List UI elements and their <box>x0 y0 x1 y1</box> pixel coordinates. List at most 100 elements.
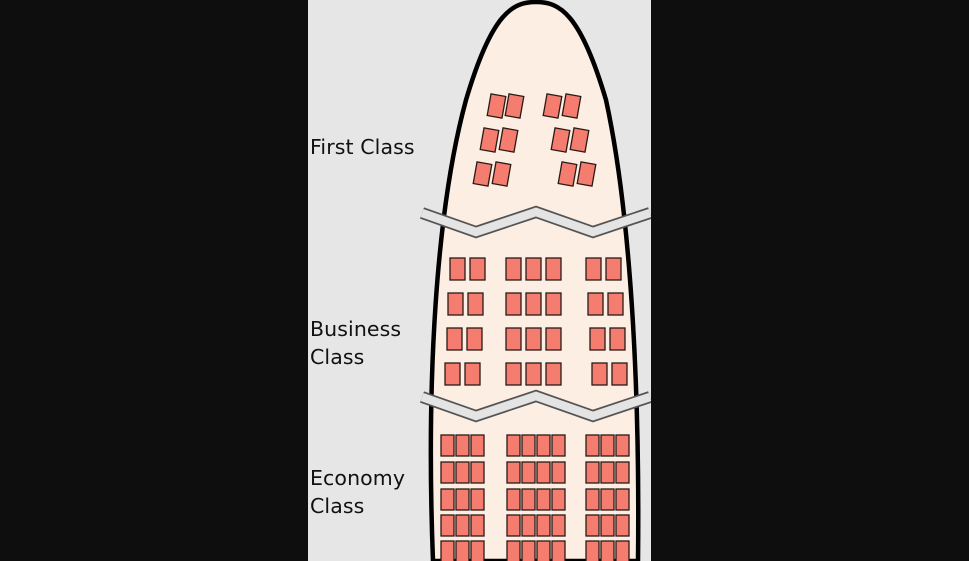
economy-class-seat <box>600 540 615 561</box>
business-class-seat <box>449 257 466 281</box>
business-class-seat <box>607 292 624 316</box>
business-class-seat <box>505 362 522 386</box>
first-class-seat <box>576 161 597 187</box>
economy-class-seat <box>440 540 455 561</box>
economy-class-seat <box>506 488 521 511</box>
economy-class-seat <box>440 461 455 484</box>
economy-class-seat <box>455 488 470 511</box>
economy-class-seat <box>470 488 485 511</box>
economy-class-seat <box>600 488 615 511</box>
economy-class-seat <box>470 540 485 561</box>
business-class-seat <box>545 327 562 351</box>
economy-class-seat <box>585 514 600 537</box>
economy-class-seat <box>440 514 455 537</box>
business-class-label-line: Class <box>310 345 365 369</box>
business-class-seat <box>605 257 622 281</box>
economy-class-seat <box>470 461 485 484</box>
business-class-label-line: Business <box>310 317 402 341</box>
business-class-seat <box>505 292 522 316</box>
economy-class-seat <box>455 514 470 537</box>
business-class-seat <box>525 327 542 351</box>
economy-class-seat <box>455 461 470 484</box>
business-class-seat <box>466 327 483 351</box>
business-class-seat <box>545 362 562 386</box>
economy-class-seat <box>536 540 551 561</box>
first-class-seat <box>550 127 571 153</box>
aircraft-seating-diagram <box>420 0 651 561</box>
economy-class-seat <box>521 488 536 511</box>
business-class-label: Business Class <box>310 315 401 371</box>
business-class-seat <box>589 327 606 351</box>
first-class-seat <box>491 161 512 187</box>
economy-class-seat <box>470 514 485 537</box>
economy-class-seat <box>521 434 536 457</box>
business-class-seat <box>587 292 604 316</box>
business-class-seat <box>525 292 542 316</box>
economy-class-label-line: Class <box>310 494 365 518</box>
economy-class-label: Economy Class <box>310 464 405 520</box>
first-class-label-line: First Class <box>310 135 415 159</box>
economy-class-seat <box>615 434 630 457</box>
first-class-seat <box>479 127 500 153</box>
economy-class-seat <box>521 540 536 561</box>
seats-group <box>440 93 630 561</box>
business-class-seat <box>444 362 461 386</box>
business-class-seat <box>525 362 542 386</box>
first-class-seat <box>569 127 590 153</box>
first-class-seat <box>542 93 563 119</box>
business-class-seat <box>525 257 542 281</box>
economy-class-seat <box>585 488 600 511</box>
economy-class-seat <box>551 461 566 484</box>
economy-class-seat <box>615 514 630 537</box>
economy-class-seat <box>615 461 630 484</box>
economy-class-seat <box>585 540 600 561</box>
economy-class-seat <box>536 488 551 511</box>
economy-class-seat <box>536 514 551 537</box>
economy-class-seat <box>506 461 521 484</box>
economy-class-seat <box>551 488 566 511</box>
business-class-seat <box>609 327 626 351</box>
business-class-seat <box>505 327 522 351</box>
economy-class-seat <box>506 540 521 561</box>
economy-class-seat <box>600 461 615 484</box>
business-class-seat <box>545 257 562 281</box>
first-class-label: First Class <box>310 133 415 161</box>
first-class-seat <box>472 161 493 187</box>
economy-class-seat <box>506 514 521 537</box>
business-class-seat <box>545 292 562 316</box>
first-class-seat <box>557 161 578 187</box>
economy-class-seat <box>585 434 600 457</box>
economy-class-seat <box>551 514 566 537</box>
economy-class-seat <box>536 434 551 457</box>
business-class-seat <box>446 327 463 351</box>
first-class-seat <box>504 93 525 119</box>
business-class-seat <box>467 292 484 316</box>
first-class-seat <box>561 93 582 119</box>
business-class-seat <box>591 362 608 386</box>
business-class-seat <box>464 362 481 386</box>
seating-diagram-panel: First Class Business Class Economy Class <box>308 0 651 561</box>
business-class-seat <box>469 257 486 281</box>
business-class-seat <box>447 292 464 316</box>
business-class-seat <box>611 362 628 386</box>
economy-class-label-line: Economy <box>310 466 406 490</box>
economy-class-seat <box>600 514 615 537</box>
first-class-seat <box>498 127 519 153</box>
economy-class-seat <box>455 540 470 561</box>
first-class-seat <box>486 93 507 119</box>
economy-class-seat <box>585 461 600 484</box>
economy-class-seat <box>615 540 630 561</box>
economy-class-seat <box>506 434 521 457</box>
economy-class-seat <box>551 434 566 457</box>
economy-class-seat <box>455 434 470 457</box>
section-break-1 <box>420 205 651 239</box>
economy-class-seat <box>521 461 536 484</box>
economy-class-seat <box>440 434 455 457</box>
economy-class-seat <box>521 514 536 537</box>
economy-class-seat <box>551 540 566 561</box>
economy-class-seat <box>470 434 485 457</box>
business-class-seat <box>585 257 602 281</box>
economy-class-seat <box>600 434 615 457</box>
economy-class-seat <box>536 461 551 484</box>
